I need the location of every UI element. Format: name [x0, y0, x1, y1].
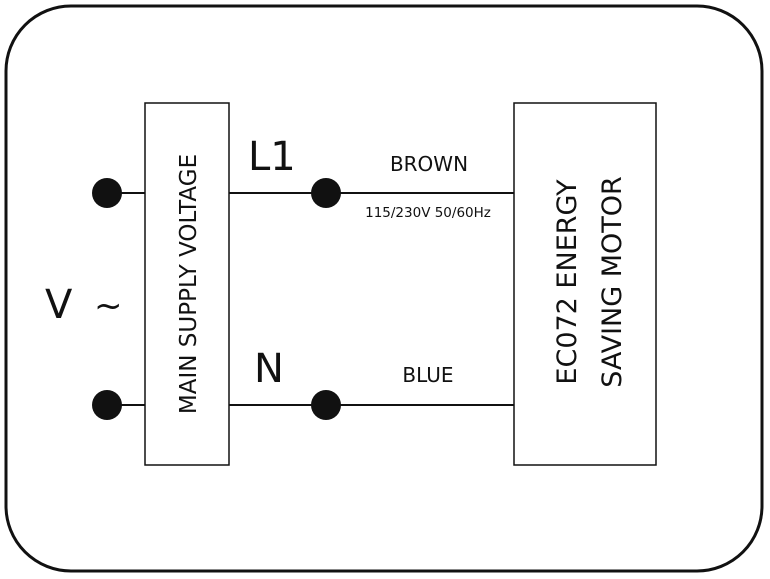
- live-input-terminal: [92, 178, 122, 208]
- neutral-input-terminal: [92, 390, 122, 420]
- live-line-label: L1: [248, 134, 296, 180]
- supply-voltage-label: MAIN SUPPLY VOLTAGE: [176, 154, 202, 414]
- neutral-output-terminal: [311, 390, 341, 420]
- brown-wire-label: BROWN: [390, 152, 468, 176]
- live-output-terminal: [311, 178, 341, 208]
- supply-voltage-box: [144, 102, 230, 466]
- neutral-line-label: N: [254, 346, 284, 392]
- blue-wire-label: BLUE: [402, 363, 453, 387]
- voltage-rating-label: 115/230V 50/60Hz: [365, 205, 491, 221]
- motor-label-line1: EC072 ENERGY: [552, 179, 583, 385]
- voltage-symbol: V: [45, 282, 73, 328]
- ac-tilde-symbol: ~: [94, 286, 123, 326]
- motor-label-line2: SAVING MOTOR: [597, 176, 628, 388]
- motor-box: [513, 102, 657, 466]
